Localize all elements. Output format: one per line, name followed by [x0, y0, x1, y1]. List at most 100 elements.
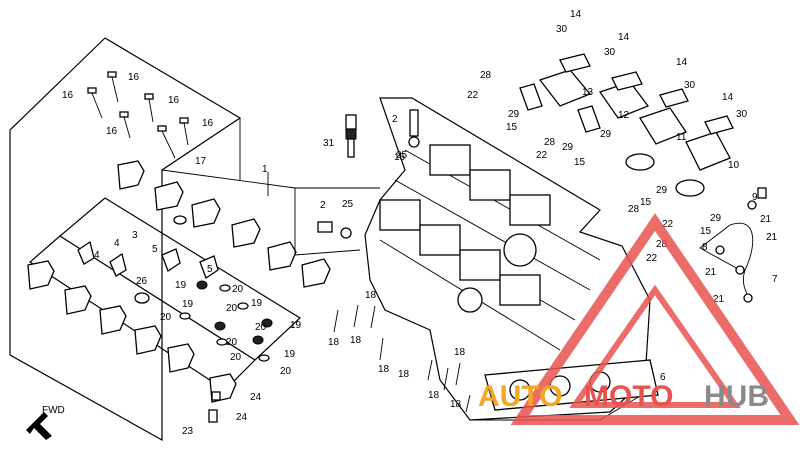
callout: 18 [365, 290, 377, 301]
callout: 3 [132, 230, 138, 241]
callout: 24 [250, 392, 262, 403]
callout: 1 [262, 164, 268, 175]
callout: 30 [684, 80, 696, 91]
callout: 18 [350, 335, 362, 346]
oil-pipe [699, 187, 767, 303]
callout: 26 [136, 276, 148, 287]
callout: 22 [646, 253, 658, 264]
watermark-word-hub: HUB [704, 380, 769, 413]
callout: 5 [152, 244, 158, 255]
callout: 19 [175, 280, 187, 291]
callout: 17 [195, 156, 207, 167]
callout: 14 [676, 57, 688, 68]
callout: 18 [398, 369, 410, 380]
callout: 28 [480, 70, 492, 81]
callout: 21 [713, 294, 725, 305]
callout: 21 [705, 267, 717, 278]
callout: 28 [628, 204, 640, 215]
callout: 28 [544, 137, 556, 148]
callout: 30 [736, 109, 748, 120]
callout: 15 [574, 157, 586, 168]
callout: 20 [226, 303, 238, 314]
cylinder-head-gasket [484, 359, 659, 411]
callout: 29 [508, 109, 520, 120]
rocker-frame [9, 37, 242, 442]
callout: 22 [536, 150, 548, 161]
callout: 16 [128, 72, 140, 83]
spark-plug [345, 114, 357, 158]
callout: 13 [582, 87, 594, 98]
callout: 20 [226, 337, 238, 348]
callout: 29 [710, 213, 722, 224]
callout: 19 [182, 299, 194, 310]
callout: 30 [556, 24, 568, 35]
callout: 18 [454, 347, 466, 358]
callout: 16 [106, 126, 118, 137]
callout: 25 [342, 199, 354, 210]
callout: 20 [160, 312, 172, 323]
callout: 18 [428, 390, 440, 401]
callout: 25 [396, 150, 408, 161]
callout: 20 [280, 366, 292, 377]
callout-labels: 1 2 2 3 4 4 5 5 6 7 8 9 10 11 12 13 14 1… [62, 9, 778, 437]
callout: 29 [656, 185, 668, 196]
callout: 19 [290, 320, 302, 331]
callout: 15 [394, 152, 406, 163]
callout: 6 [660, 372, 666, 383]
intake-manifolds [519, 53, 734, 197]
callout: 14 [618, 32, 630, 43]
fwd-label: FWD [42, 405, 65, 416]
callout: 19 [251, 298, 263, 309]
callout: 21 [766, 232, 778, 243]
callout: 15 [506, 122, 518, 133]
washers-nuts [134, 215, 273, 423]
callout: 16 [202, 118, 214, 129]
callout: 28 [656, 239, 668, 250]
callout: 20 [255, 322, 267, 333]
leader-1 [161, 169, 296, 189]
callout: 16 [168, 95, 180, 106]
watermark-word-moto: MOTO [584, 380, 673, 413]
callout: 23 [182, 426, 194, 437]
callout: 14 [722, 92, 734, 103]
callout: 8 [702, 242, 708, 253]
watermark-word-auto: AUTO [478, 380, 562, 413]
cam-holders [27, 160, 331, 403]
callout: 2 [392, 114, 398, 125]
callout: 30 [604, 47, 616, 58]
callout: 22 [662, 219, 674, 230]
callout: 14 [570, 9, 582, 20]
callout: 21 [760, 214, 772, 225]
callout: 16 [62, 90, 74, 101]
callout: 29 [562, 142, 574, 153]
callout: 29 [600, 129, 612, 140]
callout: 20 [232, 284, 244, 295]
cam-holder-bolts [87, 71, 189, 159]
callout: 22 [467, 90, 479, 101]
callout: 12 [618, 110, 630, 121]
watermark-logo [510, 213, 800, 425]
callout: 20 [230, 352, 242, 363]
callout: 9 [752, 192, 758, 203]
callout: 2 [320, 200, 326, 211]
rocker-inner-box-2 [29, 235, 256, 391]
callout: 15 [700, 226, 712, 237]
callout: 4 [94, 250, 100, 261]
callout: 10 [728, 160, 740, 171]
callout: 15 [640, 197, 652, 208]
callout: 18 [450, 399, 462, 410]
callout: 24 [236, 412, 248, 423]
callout: 4 [114, 238, 120, 249]
valve-stem-seals [333, 304, 471, 413]
fwd-arrow-icon [26, 412, 52, 440]
callout: 11 [676, 132, 687, 143]
callout: 18 [378, 364, 390, 375]
callout: 31 [323, 138, 335, 149]
callout: 18 [328, 337, 340, 348]
callout: 19 [284, 349, 296, 360]
callout: 7 [772, 274, 778, 285]
valve-components [317, 109, 420, 239]
callout: 5 [207, 264, 213, 275]
